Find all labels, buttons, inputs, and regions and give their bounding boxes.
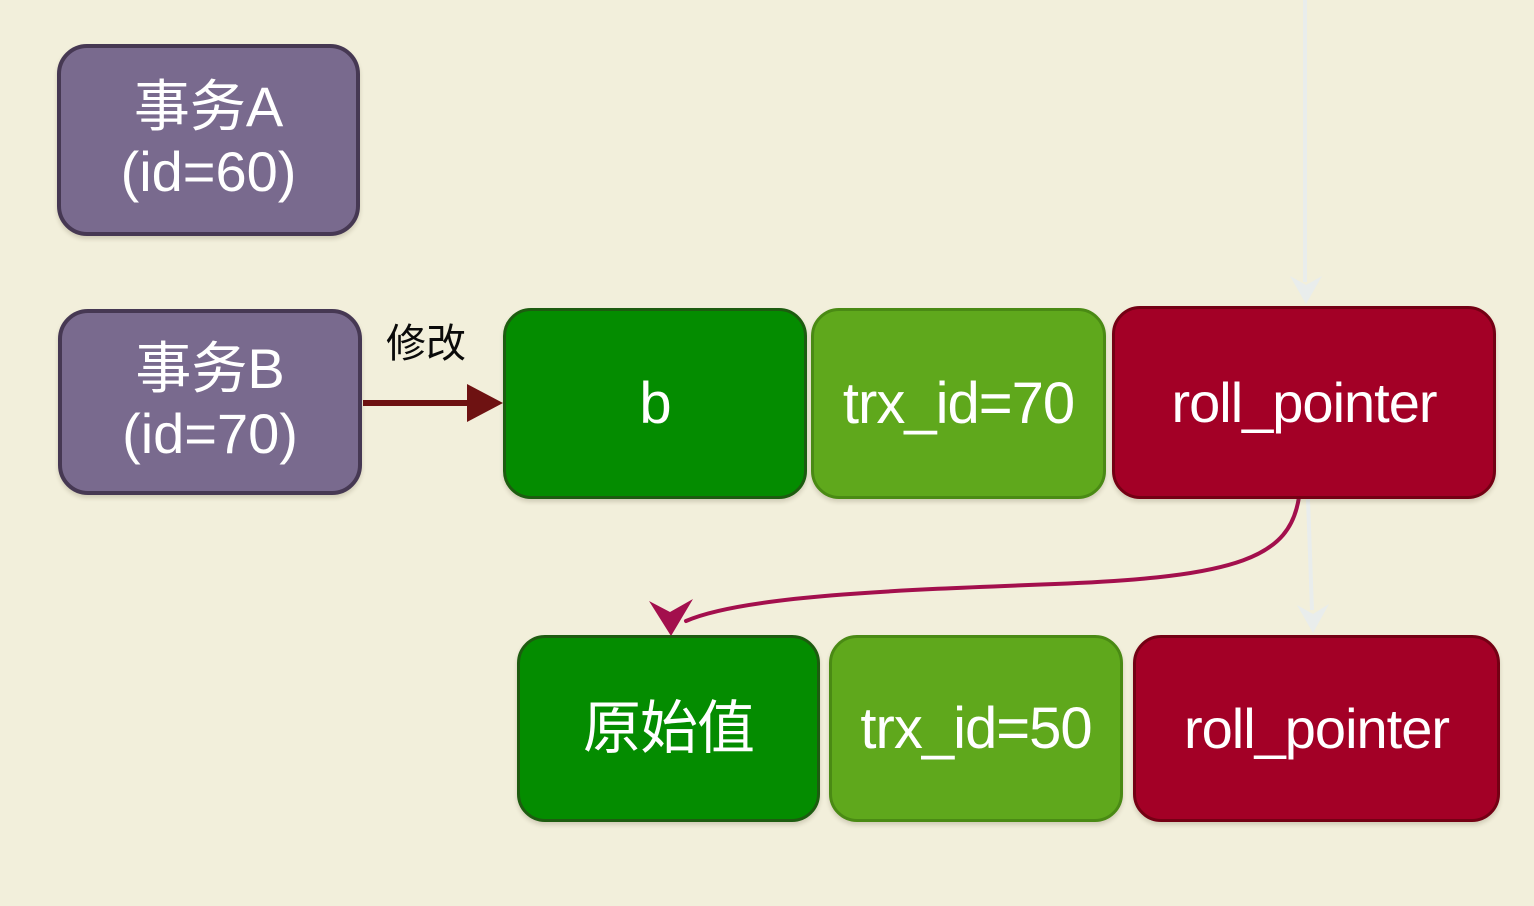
record-row1-trxid: trx_id=70 — [842, 370, 1075, 436]
record-row2-trxid: trx_id=50 — [860, 695, 1092, 761]
transaction-a-name: 事务A — [133, 75, 284, 139]
transaction-a-id: (id=60) — [120, 140, 297, 203]
down-arrowhead-icon — [1297, 604, 1329, 633]
modify-arrow-label: 修改 — [386, 322, 466, 366]
transaction-a-box: 事务A (id=60) — [57, 44, 360, 236]
record-row1-rollpointer: roll_pointer — [1171, 370, 1437, 434]
curved-arrowhead-icon — [649, 599, 693, 636]
record-row2-trxid-cell: trx_id=50 — [829, 635, 1123, 822]
record-row2-value: 原始值 — [582, 695, 755, 761]
record-row1-value-cell: b — [503, 308, 807, 499]
down-arrowhead-icon — [1290, 276, 1322, 304]
record-row1-value: b — [639, 370, 671, 436]
down-arrow-icon — [1306, 498, 1314, 611]
curved-down-left-arrow-icon — [684, 495, 1301, 623]
transaction-b-box: 事务B (id=70) — [58, 309, 362, 495]
record-row1-rollpointer-cell: roll_pointer — [1112, 306, 1496, 499]
record-row2-rollpointer-cell: roll_pointer — [1133, 635, 1500, 822]
transaction-b-id: (id=70) — [122, 402, 298, 465]
record-row1-trxid-cell: trx_id=70 — [811, 308, 1106, 499]
record-row2-rollpointer: roll_pointer — [1183, 696, 1450, 760]
record-row2-value-cell: 原始值 — [517, 635, 820, 822]
right-arrowhead-icon — [467, 384, 503, 422]
transaction-b-name: 事务B — [135, 337, 285, 401]
